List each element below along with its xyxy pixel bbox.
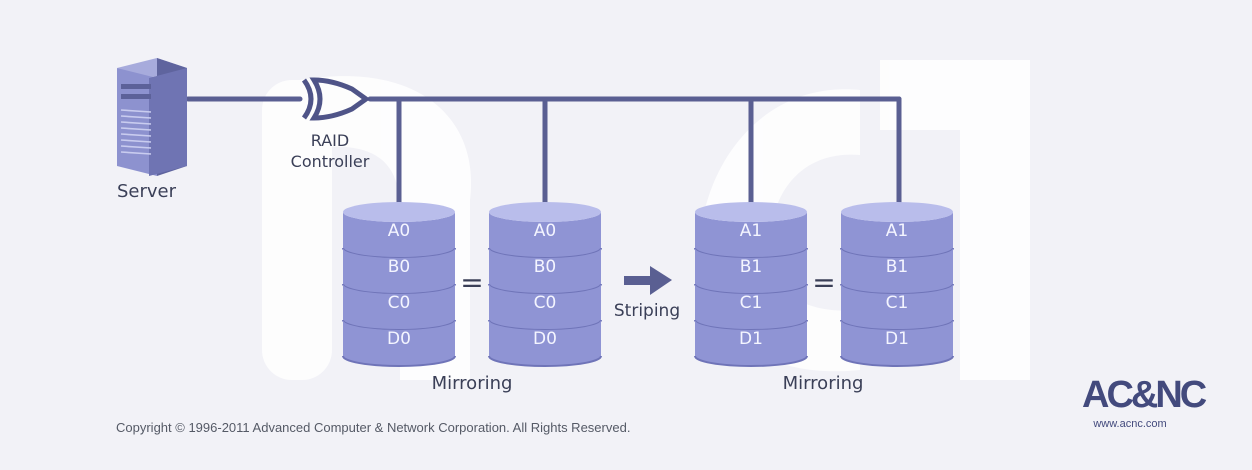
acnc-logo: AC&NC www.acnc.com [1082, 374, 1207, 430]
disk-segment [343, 320, 455, 366]
disk-segment-rim [342, 355, 456, 367]
disk-segment [841, 212, 953, 258]
disk-block-label: B0 [534, 257, 556, 277]
disk-block-label: C0 [534, 293, 557, 313]
disk-block-label: A0 [388, 221, 410, 241]
disk-block-label: D1 [739, 329, 763, 349]
disk-block-label: B0 [388, 257, 410, 277]
disk-segment-rim [342, 247, 456, 259]
disk-block-label: C0 [388, 293, 411, 313]
disk-segment [489, 320, 601, 366]
disk-segment-rim [694, 319, 808, 331]
server-label: Server [117, 181, 177, 202]
disk-segment [695, 284, 807, 330]
disk-segment-rim [488, 319, 602, 331]
equals-left: = [460, 266, 483, 299]
disk-top [695, 202, 807, 222]
logo-url: www.acnc.com [1093, 418, 1167, 430]
disk-segment-rim [694, 355, 808, 367]
disk-block-label: A1 [740, 221, 762, 241]
disk-block-label: A1 [886, 221, 908, 241]
striping-label: Striping [614, 301, 680, 321]
disk-segment-rim [488, 355, 602, 367]
disk-segment [343, 212, 455, 258]
disk-block-label: C1 [740, 293, 763, 313]
disk-segment-rim [488, 283, 602, 295]
disk-top [489, 202, 601, 222]
disk-segment [343, 248, 455, 294]
disk-segment-rim [694, 247, 808, 259]
mirroring-label-left: Mirroring [432, 373, 513, 394]
disk-segment [489, 284, 601, 330]
logo-wordmark: AC&NC [1082, 374, 1207, 416]
equals-right: = [812, 266, 835, 299]
disk-segment [695, 212, 807, 258]
disk-block-label: A0 [534, 221, 556, 241]
raid-controller-label-line2: Controller [291, 152, 370, 171]
disk-block-label: D0 [533, 329, 557, 349]
disk-segment [489, 248, 601, 294]
disk-segment-rim [342, 283, 456, 295]
disk-segment-rim [840, 283, 954, 295]
striping-arrow-icon [624, 266, 672, 295]
raid-controller-icon [301, 77, 371, 121]
disk-block-label: C1 [886, 293, 909, 313]
copyright-notice: Copyright © 1996-2011 Advanced Computer … [116, 420, 631, 435]
disk-segment [841, 284, 953, 330]
disk-block-label: B1 [886, 257, 908, 277]
disk-block-label: D0 [387, 329, 411, 349]
server-icon [117, 58, 187, 176]
disk-segment [695, 320, 807, 366]
disk-segment-rim [840, 355, 954, 367]
disk-top [343, 202, 455, 222]
disk-segment [343, 284, 455, 330]
disk-segment [841, 248, 953, 294]
mirroring-label-right: Mirroring [783, 373, 864, 394]
disk-block-label: B1 [740, 257, 762, 277]
connection-bus [185, 96, 902, 215]
raid-controller-label-line1: RAID [311, 131, 349, 150]
disk-segment-rim [840, 247, 954, 259]
disk-segment-rim [694, 283, 808, 295]
disk-block-label: D1 [885, 329, 909, 349]
disk-segment [489, 212, 601, 258]
disk-segment [695, 248, 807, 294]
disk-segment [841, 320, 953, 366]
disk-segment-rim [488, 247, 602, 259]
disk-top [841, 202, 953, 222]
disk-segment-rim [342, 319, 456, 331]
disk-segment-rim [840, 319, 954, 331]
